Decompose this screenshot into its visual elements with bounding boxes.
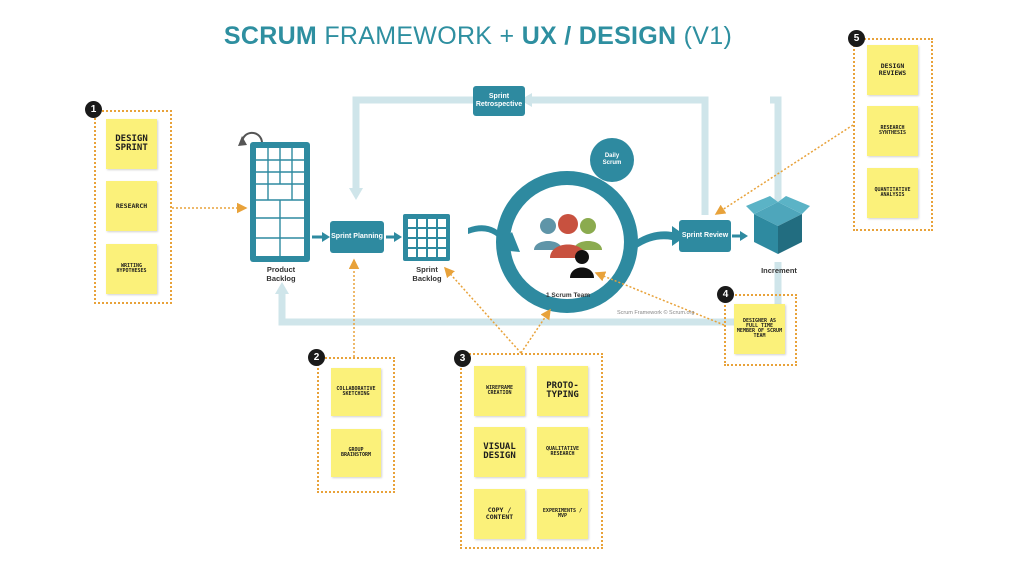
title-ux-design: UX / DESIGN — [521, 22, 677, 50]
connector-4 — [594, 271, 725, 326]
increment-label: Increment — [761, 266, 797, 275]
designer-icon — [570, 250, 594, 278]
retro-loop-left — [352, 96, 474, 190]
group-3-badge: 3 — [454, 350, 471, 367]
note-collaborative-sketching: Collaborative Sketching — [331, 368, 381, 416]
retro-loop — [528, 96, 709, 215]
group-1-badge: 1 — [85, 101, 102, 118]
title-framework: FRAMEWORK + — [324, 22, 515, 50]
note-research: Research — [106, 181, 157, 231]
title-version: (V1) — [683, 22, 733, 50]
group-5 — [853, 38, 933, 231]
note-quantitative-analysis: Quantitative Analysis — [867, 168, 918, 218]
daily-scrum-ring — [496, 171, 638, 313]
swoosh-out — [628, 226, 686, 250]
title-scrum: SCRUM — [223, 22, 318, 50]
page-title: SCRUM FRAMEWORK + UX / DESIGN (V1) — [0, 22, 956, 51]
bottom-loop-arrowhead — [275, 282, 289, 294]
retro-loop-left-arrowhead — [349, 188, 363, 200]
note-qualitative-research: Qualitative Research — [537, 427, 588, 477]
daily-scrum-bubble — [590, 138, 634, 182]
retro-loop-arrowhead — [520, 93, 532, 107]
connector-5 — [714, 124, 854, 215]
group-2 — [317, 357, 395, 493]
note-wireframe-creation: Wireframe Creation — [474, 366, 525, 416]
group-4-badge: 4 — [717, 286, 734, 303]
sprint-backlog-icon — [403, 214, 450, 261]
swoosh-in — [468, 225, 520, 252]
note-group-brainstorm: Group Brainstorm — [331, 429, 381, 477]
scrum-team-label: 1 Scrum Team — [546, 292, 590, 299]
sprint-backlog-label: Sprint Backlog — [412, 265, 442, 283]
note-visual-design: Visual Design — [474, 427, 525, 477]
note-writing-hypotheses: Writing Hypotheses — [106, 244, 157, 294]
note-copy-content: Copy / Content — [474, 489, 525, 539]
scrum-team-icon — [534, 214, 602, 258]
connector-3a — [444, 266, 522, 354]
note-designer-full-time: Designer as full time member of scrum te… — [734, 304, 785, 354]
note-experiments-mvp: Experiments / MVP — [537, 489, 588, 539]
product-backlog-icon — [250, 142, 310, 262]
daily-scrum-label: Daily Scrum — [602, 153, 622, 166]
group-2-badge: 2 — [308, 349, 325, 366]
note-design-sprint: Design Sprint — [106, 119, 157, 169]
bottom-loop — [278, 262, 782, 326]
sprint-review-block: Sprint Review — [679, 220, 731, 252]
group-5-badge: 5 — [848, 30, 865, 47]
sprint-retrospective-block: Sprint Retrospective — [473, 86, 525, 116]
increment-box-icon — [746, 196, 810, 254]
product-backlog-label: Product Backlog — [266, 265, 296, 283]
note-design-reviews: Design Reviews — [867, 45, 918, 95]
group-4 — [724, 294, 797, 366]
group-3 — [460, 353, 603, 549]
framework-credit: Scrum Framework © Scrum.org — [617, 310, 695, 316]
sprint-planning-block: Sprint Planning — [330, 221, 384, 253]
note-prototyping: Proto-typing — [537, 366, 588, 416]
group-1 — [94, 110, 172, 304]
note-research-synthesis: Research Synthesis — [867, 106, 918, 156]
connector-3b — [520, 308, 551, 354]
outer-loop — [770, 96, 782, 205]
